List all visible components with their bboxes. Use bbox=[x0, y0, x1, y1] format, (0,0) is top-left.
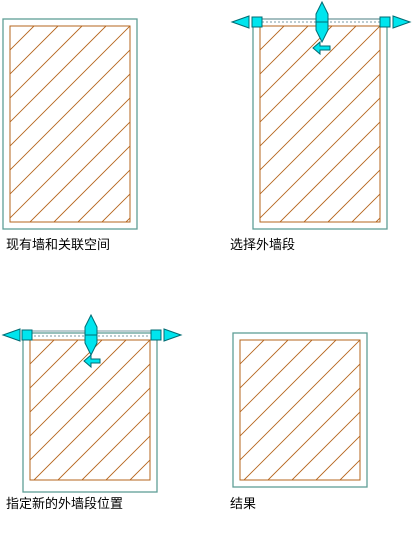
hatch-line bbox=[351, 193, 380, 222]
hatch-line bbox=[30, 340, 31, 341]
hatch-line bbox=[10, 49, 130, 171]
hatch-line bbox=[10, 26, 83, 99]
hatch-line bbox=[279, 121, 380, 222]
hatch-line bbox=[10, 97, 130, 219]
hatch-line bbox=[260, 73, 380, 195]
caption-result: 结果 bbox=[230, 497, 257, 512]
hatch-line bbox=[240, 340, 289, 389]
hatch-line bbox=[364, 340, 417, 480]
hatch-line bbox=[29, 121, 130, 222]
hatch-line bbox=[240, 340, 360, 461]
hatch-line bbox=[240, 340, 337, 437]
hatch-line bbox=[81, 411, 150, 480]
hatch-line bbox=[30, 340, 79, 389]
inner-wall bbox=[239, 339, 361, 481]
hatch-line bbox=[260, 26, 309, 75]
hatch-line bbox=[105, 435, 150, 480]
hatch-line bbox=[10, 26, 59, 75]
hatch-line bbox=[260, 26, 380, 147]
hatch-line bbox=[10, 26, 11, 27]
hatch-line bbox=[150, 26, 346, 222]
hatch-line bbox=[125, 217, 130, 222]
square-grip-icon[interactable] bbox=[21, 329, 33, 341]
hatch-line bbox=[240, 340, 313, 413]
triangle-arrow-icon[interactable] bbox=[163, 328, 183, 342]
hatch-line bbox=[315, 435, 360, 480]
direction-arrow-icon bbox=[312, 40, 331, 56]
outer-wall bbox=[2, 18, 138, 230]
hatch-line bbox=[240, 340, 265, 365]
hatch-line bbox=[291, 411, 360, 480]
hatch-line bbox=[243, 363, 360, 480]
panel-selected bbox=[230, 0, 417, 230]
direction-arrow-icon bbox=[83, 353, 101, 369]
square-grip-icon[interactable] bbox=[150, 329, 162, 341]
hatch-line bbox=[260, 26, 333, 99]
hatch-line bbox=[30, 340, 55, 365]
hatch-line bbox=[303, 145, 380, 222]
hatch-line bbox=[260, 26, 261, 27]
hatch-line bbox=[267, 387, 360, 480]
hatch-line bbox=[30, 340, 127, 437]
hatch-line bbox=[10, 26, 130, 147]
caption-selected: 选择外墙段 bbox=[230, 238, 296, 253]
hatch-line bbox=[101, 193, 130, 222]
hatch-line bbox=[260, 49, 380, 171]
panel-moved bbox=[1, 313, 294, 493]
hatch-line bbox=[400, 26, 417, 222]
panel-result bbox=[232, 332, 417, 488]
square-grip-icon[interactable] bbox=[379, 16, 391, 28]
panel-existing bbox=[2, 18, 346, 230]
hatch-line bbox=[260, 26, 285, 51]
space-hatch bbox=[260, 26, 417, 222]
hatch-line bbox=[260, 97, 380, 219]
hatch-line bbox=[57, 387, 150, 480]
inner-wall bbox=[9, 25, 131, 223]
hatch-line bbox=[375, 217, 380, 222]
hatch-line bbox=[33, 363, 150, 480]
square-grip-icon[interactable] bbox=[251, 16, 263, 28]
triangle-arrow-icon[interactable] bbox=[1, 328, 21, 342]
space-hatch bbox=[30, 340, 294, 480]
hatch-line bbox=[30, 340, 150, 461]
hatch-line bbox=[10, 73, 130, 195]
caption-existing: 现有墙和关联空间 bbox=[6, 238, 111, 253]
caption-moved: 指定新的外墙段位置 bbox=[6, 497, 124, 512]
hatch-line bbox=[327, 169, 380, 222]
hatch-line bbox=[10, 26, 107, 123]
space-hatch bbox=[240, 340, 417, 480]
hatch-line bbox=[30, 340, 103, 413]
triangle-arrow-icon[interactable] bbox=[230, 15, 250, 29]
triangle-arrow-icon[interactable] bbox=[392, 15, 412, 29]
space-hatch bbox=[10, 26, 346, 222]
hatch-line bbox=[77, 169, 130, 222]
hatch-line bbox=[53, 145, 130, 222]
hatch-line bbox=[154, 340, 294, 480]
hatch-line bbox=[129, 459, 150, 480]
hatch-line bbox=[260, 26, 357, 123]
outer-wall bbox=[232, 332, 368, 488]
hatch-line bbox=[240, 340, 241, 341]
hatch-line bbox=[339, 459, 360, 480]
